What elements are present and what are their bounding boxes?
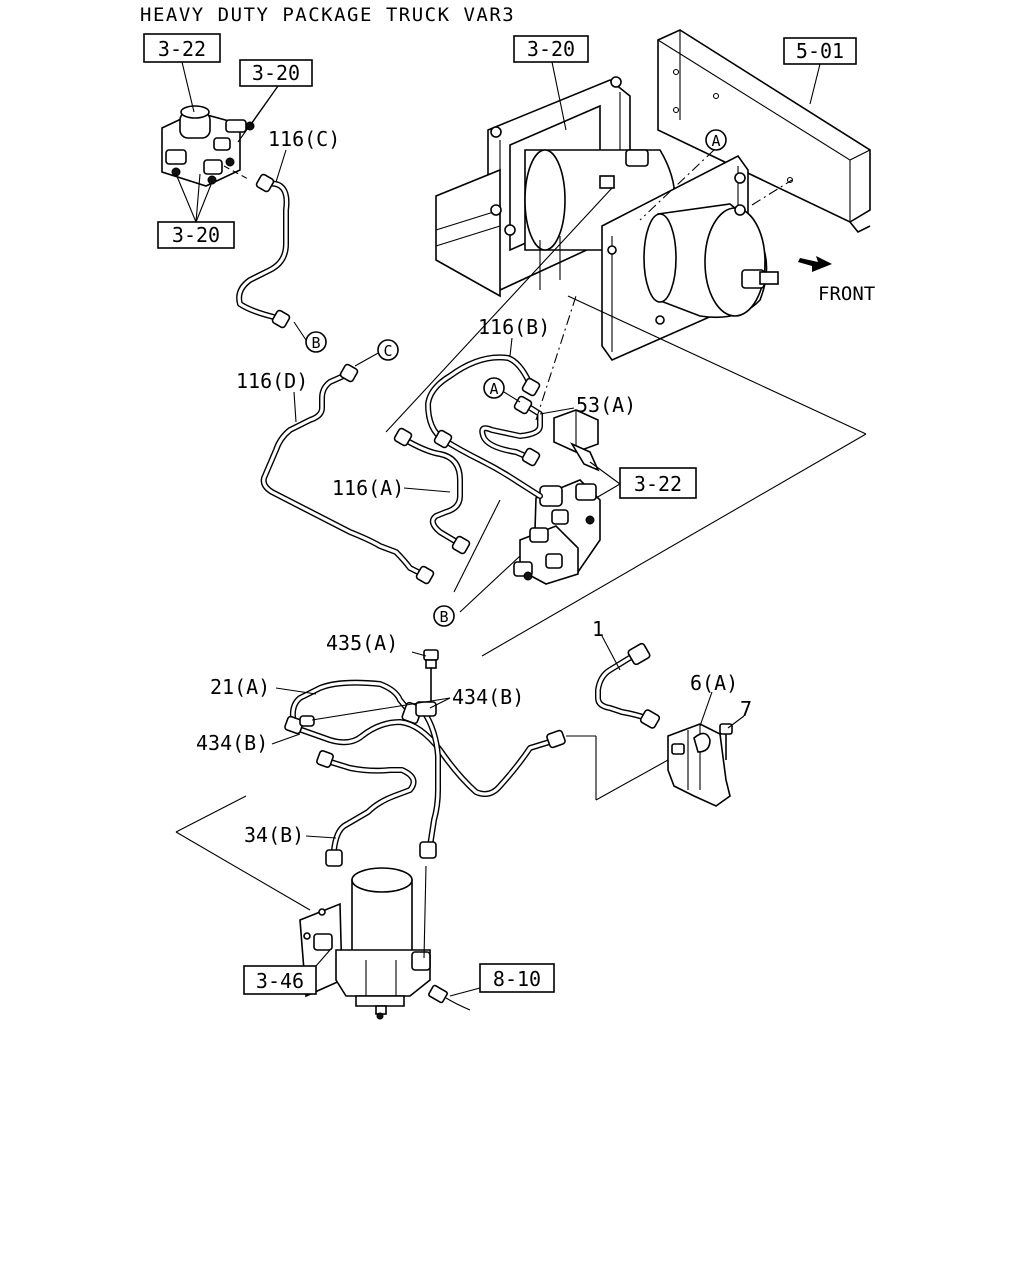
part-label-434b-right: 434(B) [452,685,524,709]
part-label-116c: 116(C) [268,127,340,151]
pipe-nuts-upper [255,173,541,585]
part-label-6a: 6(A) [690,671,738,695]
marker-b-top: B [305,331,327,353]
svg-text:A: A [489,380,498,398]
front-label: FRONT [818,283,875,305]
ref-label: 8-10 [493,967,541,991]
ref-box-3-20-b[interactable]: 3-20 [157,221,235,249]
ref-label: 3-20 [527,37,575,61]
part-label-116d: 116(D) [236,369,308,393]
ref-box-3-20-c[interactable]: 3-20 [513,35,589,63]
ref-box-3-22-mid[interactable]: 3-22 [619,467,697,499]
part-label-116a: 116(A) [332,476,404,500]
ref-label: 3-46 [256,969,304,993]
marker-c: C [377,339,399,361]
svg-text:B: B [311,334,320,352]
part-label-21a: 21(A) [210,675,270,699]
part-label-34b: 34(B) [244,823,304,847]
part-label-435a: 435(A) [326,631,398,655]
part-label-1: 1 [592,617,604,641]
ref-box-3-20-a[interactable]: 3-20 [239,59,313,87]
svg-text:C: C [383,342,392,360]
bracket-6a [566,723,733,807]
ref-box-3-22-top[interactable]: 3-22 [143,33,221,63]
part-label-53a: 53(A) [576,393,636,417]
electrical-connector [428,984,471,1011]
ref-box-5-01[interactable]: 5-01 [783,37,857,65]
frame-rail [657,29,871,234]
top-left-valve-assembly [161,105,255,187]
front-arrow-icon [798,256,832,272]
ref-label: 3-22 [158,37,206,61]
ref-label: 3-20 [252,61,300,85]
page-title: HEAVY DUTY PACKAGE TRUCK VAR3 [140,4,516,26]
solenoid-valve-53a [553,409,600,472]
marker-b-mid: B [433,605,455,627]
pipes-lower [289,651,649,853]
part-label-434b-left: 434(B) [196,731,268,755]
ref-label: 3-20 [172,223,220,247]
pipe-nuts-lower [284,642,661,867]
part-label-7: 7 [740,697,752,721]
middle-valve-assembly [513,479,601,585]
marker-a-pipe: A [483,377,505,399]
ref-label: 5-01 [796,39,844,63]
marker-a-tank: A [705,129,727,151]
ref-label: 3-22 [634,472,682,496]
pipes-upper [236,180,543,577]
part-label-116b: 116(B) [478,315,550,339]
air-tank-assembly [435,76,779,361]
ref-box-8-10[interactable]: 8-10 [479,963,555,993]
svg-text:A: A [711,132,720,150]
ref-box-3-46[interactable]: 3-46 [243,965,317,995]
svg-text:B: B [439,608,448,626]
leader-lines [175,61,867,997]
air-dryer [299,867,431,1020]
